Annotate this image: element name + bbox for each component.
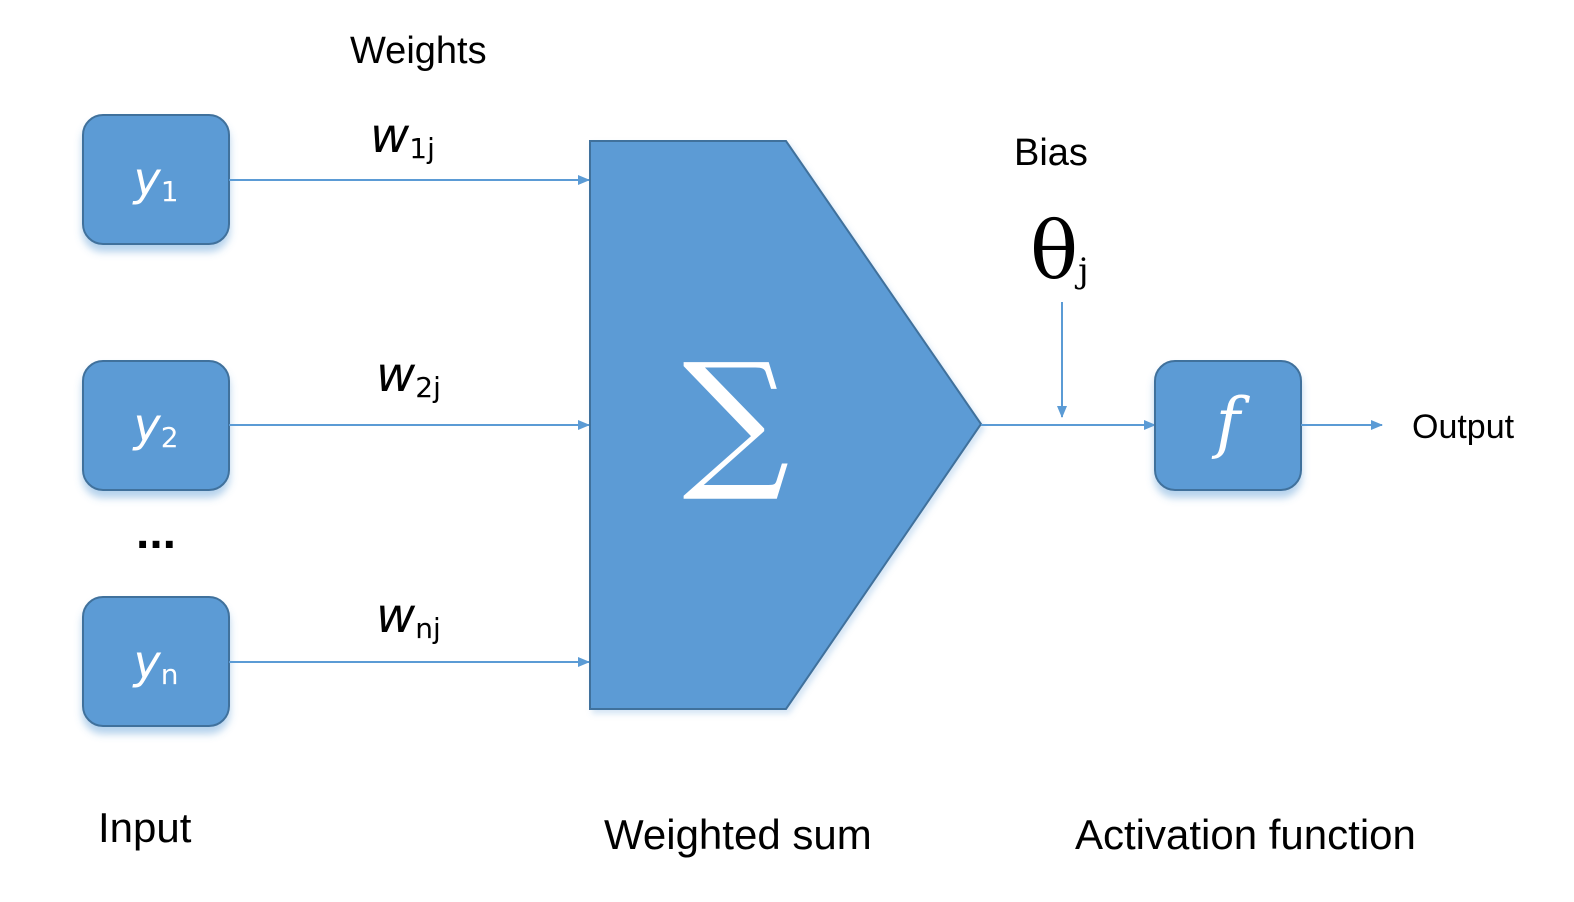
weight-label-n-subscript: nj bbox=[415, 612, 441, 645]
bias-heading: Bias bbox=[1014, 132, 1088, 174]
input-node-2: y2 bbox=[82, 360, 230, 491]
weight-label-n-base: w bbox=[376, 588, 416, 644]
weight-label-1: w1j bbox=[370, 108, 435, 165]
bias-symbol: θj bbox=[1030, 204, 1089, 297]
activation-function-label: Activation function bbox=[1075, 811, 1416, 858]
weighted-sum-label: Weighted sum bbox=[604, 811, 872, 858]
input-node-2-label: y bbox=[131, 398, 161, 452]
input-node-1-label: y bbox=[131, 152, 161, 206]
weight-label-1-base: w bbox=[370, 108, 410, 164]
output-label: Output bbox=[1412, 408, 1515, 446]
input-node-2-subscript: 2 bbox=[161, 421, 179, 454]
input-ellipsis: ... bbox=[136, 506, 176, 559]
weighted-sum-block: ∑ bbox=[589, 140, 983, 710]
weight-label-2-subscript: 2j bbox=[415, 371, 441, 404]
bias-symbol-base: θ bbox=[1030, 204, 1078, 297]
input-node-1-subscript: 1 bbox=[161, 175, 179, 208]
input-node-1: y1 bbox=[82, 114, 230, 245]
activation-function-node: f bbox=[1154, 360, 1302, 491]
summation-symbol: ∑ bbox=[682, 332, 789, 506]
svg-text:yn: yn bbox=[132, 635, 179, 691]
weights-heading: Weights bbox=[350, 30, 487, 72]
weight-label-2: w2j bbox=[376, 347, 441, 404]
input-label: Input bbox=[98, 804, 192, 851]
svg-text:y2: y2 bbox=[131, 398, 178, 454]
input-node-n-subscript: n bbox=[161, 658, 179, 691]
input-node-n: yn bbox=[82, 596, 230, 727]
bias-symbol-subscript: j bbox=[1074, 251, 1089, 291]
svg-text:y1: y1 bbox=[131, 152, 178, 208]
weight-label-2-base: w bbox=[376, 347, 416, 403]
weight-label-1-subscript: 1j bbox=[409, 132, 435, 165]
weight-label-n: wnj bbox=[376, 588, 441, 645]
input-node-n-label: y bbox=[132, 635, 162, 689]
